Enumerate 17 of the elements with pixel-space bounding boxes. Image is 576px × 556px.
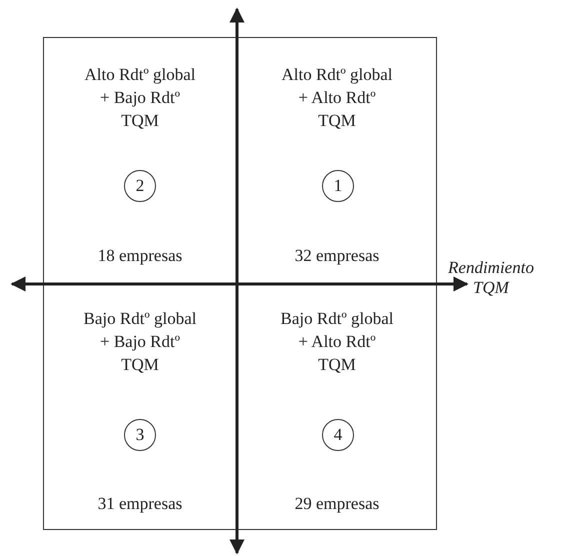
number-circle: 4 bbox=[322, 419, 354, 451]
quadrant-panel bbox=[43, 37, 237, 284]
quadrant-description: Alto Rdtº global + Bajo Rdtº TQM bbox=[83, 64, 197, 132]
quadrant-panel bbox=[237, 284, 437, 530]
company-count: 31 empresas bbox=[96, 494, 184, 514]
company-count: 29 empresas bbox=[294, 494, 380, 514]
number-circle: 2 bbox=[124, 170, 156, 202]
quadrant-description: Bajo Rdtº global + Alto Rdtº TQM bbox=[280, 308, 394, 376]
quadrant-description: Alto Rdtº global + Alto Rdtº TQM bbox=[280, 64, 394, 132]
number-circle: 3 bbox=[124, 419, 156, 451]
company-count: 18 empresas bbox=[96, 246, 184, 266]
quadrant-panel bbox=[43, 284, 237, 530]
company-count: 32 empresas bbox=[294, 246, 380, 266]
axis-label: Rendimiento TQM bbox=[447, 258, 535, 298]
quadrant-panel bbox=[237, 37, 437, 284]
number-circle: 1 bbox=[322, 170, 354, 202]
quadrant-description: Bajo Rdtº global + Bajo Rdtº TQM bbox=[82, 308, 198, 376]
